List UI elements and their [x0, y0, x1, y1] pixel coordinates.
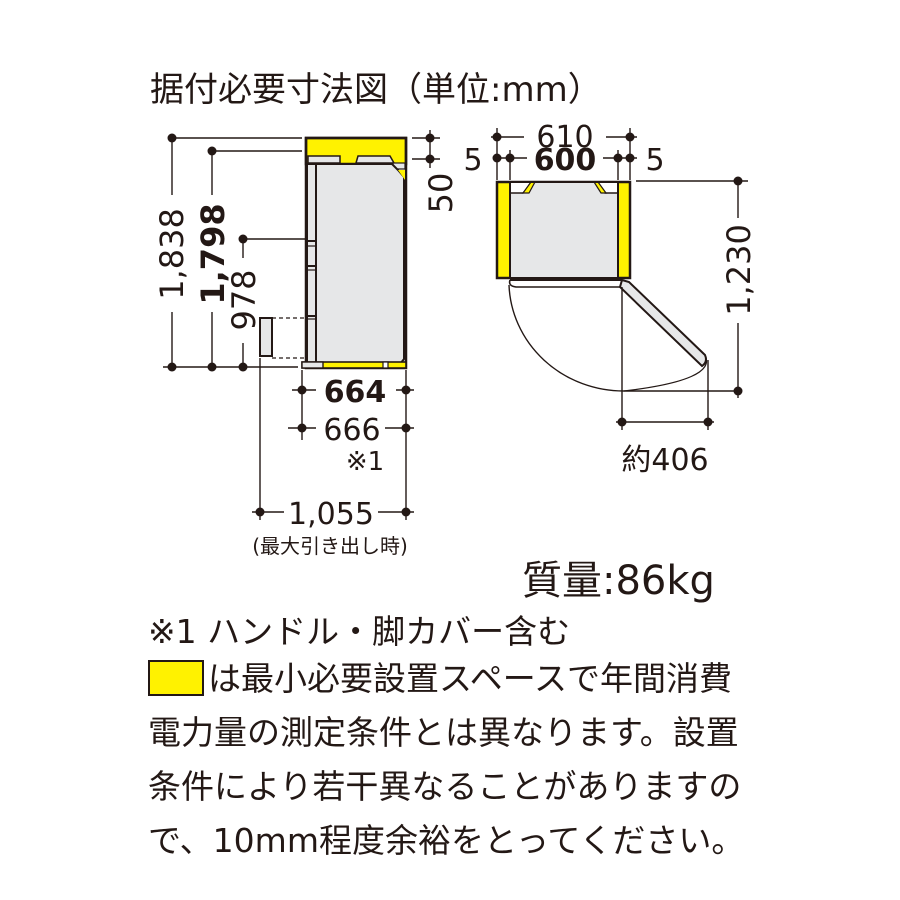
page-title: 据付必要寸法図（単位:mm）	[150, 70, 602, 110]
top-view-fridge	[495, 180, 740, 392]
side-clearance-right-label: 5	[645, 143, 664, 178]
side-view-fridge	[259, 136, 408, 370]
legend-line-4: で、10mm程度余裕をとってください。	[148, 821, 745, 860]
yellow-clearance-swatch	[148, 660, 204, 696]
legend-text-1: は最小必要設置スペースで年間消費	[208, 659, 733, 698]
width-total-label: 610	[536, 120, 593, 155]
depth-body-label: 664	[324, 375, 387, 410]
top-clearance-label: 50	[422, 173, 460, 214]
legend-note: は最小必要設置スペースで年間消費 電力量の測定条件とは異なります。設置 条件によ…	[148, 652, 768, 868]
depth-drawer-open-label: 1,055	[288, 497, 374, 532]
height-drawer-label: 978	[225, 269, 263, 330]
height-body-label: 1,798	[194, 203, 232, 304]
legend-line-1: は最小必要設置スペースで年間消費	[148, 652, 768, 706]
depth-drawer-open-note: (最大引き出し時)	[252, 534, 408, 558]
width-body-label: 600	[534, 143, 597, 178]
legend-line-3: 条件により若干異なることがありますの	[148, 767, 742, 806]
mass-label: 質量:86kg	[522, 558, 715, 604]
legend-line-2: 電力量の測定条件とは異なります。設置	[148, 713, 739, 752]
door-swing-label: 約406	[621, 443, 708, 478]
depth-handle-label: 666	[323, 413, 380, 448]
height-total-label: 1,838	[153, 208, 191, 300]
footnote-1: ※1 ハンドル・脚カバー含む	[148, 612, 571, 651]
door-open-depth-label: 1,230	[720, 224, 758, 316]
dimension-dots	[167, 132, 743, 517]
depth-note-marker: ※1	[346, 447, 384, 477]
side-clearance-left-label: 5	[463, 143, 482, 178]
